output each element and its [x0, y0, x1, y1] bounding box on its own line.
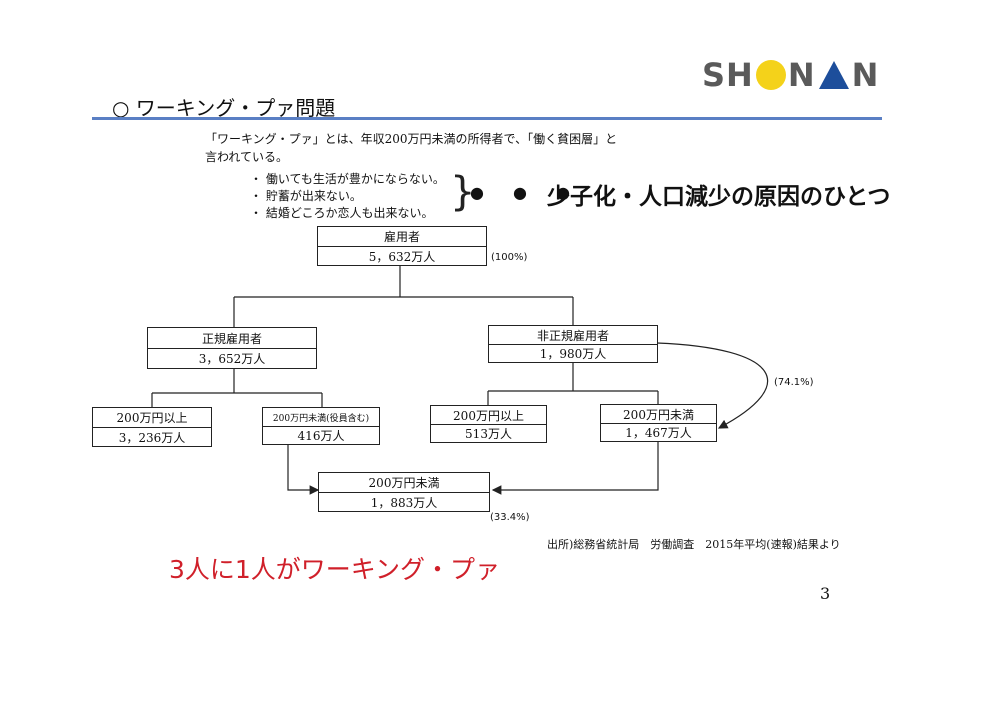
box-label: 200万円以上 — [116, 411, 188, 425]
triangle-icon — [818, 61, 849, 89]
ellipsis-dots: ● ● ● — [470, 183, 583, 202]
shonan-logo: SH N N — [702, 55, 879, 95]
box-regular-employees: 正規雇用者 3，652万人 — [147, 327, 317, 369]
box-label: 200万円未満(役員含む) — [272, 413, 370, 424]
logo-text-start: SH — [702, 56, 754, 94]
box-value: 3，652万人 — [148, 348, 316, 368]
box-label: 200万円未満 — [623, 407, 694, 422]
page-title: ○ ワーキング・プァ問題 — [112, 96, 336, 120]
logo-text-end-2: N — [851, 56, 880, 94]
box-value: 3，236万人 — [93, 427, 211, 446]
box-nonregular-under-200: 200万円未満 1，467万人 — [600, 404, 717, 442]
intro-line-2: 言われている。 — [205, 150, 289, 164]
box-label: 雇用者 — [383, 230, 420, 244]
box-label: 正規雇用者 — [201, 331, 262, 346]
box-value: 416万人 — [263, 426, 379, 444]
box-regular-under-200: 200万円未満(役員含む) 416万人 — [262, 407, 380, 445]
box-value: 1，467万人 — [601, 423, 716, 441]
box-regular-over-200: 200万円以上 3，236万人 — [92, 407, 212, 447]
intro-text: 「ワーキング・プァ」とは、年収200万円未満の所得者で、「働く貧困層」と 言われ… — [205, 130, 617, 166]
intro-line-1: 「ワーキング・プァ」とは、年収200万円未満の所得者で、「働く貧困層」と — [205, 132, 618, 146]
brace-symbol: } — [450, 169, 476, 215]
bullet-item: ・ 結婚どころか恋人も出来ない。 — [250, 206, 434, 220]
box-value: 1，883万人 — [319, 492, 489, 511]
sun-icon — [755, 60, 786, 90]
box-value: 5，632万人 — [318, 246, 486, 265]
box-employees: 雇用者 5，632万人 — [317, 226, 487, 266]
source-citation: 出所)総務省統計局 労働調査 2015年平均(速報)結果より — [547, 538, 841, 551]
percent-label: (33.4%) — [490, 512, 530, 523]
box-value: 513万人 — [431, 424, 546, 442]
box-nonregular-over-200: 200万円以上 513万人 — [430, 405, 547, 443]
box-nonregular-employees: 非正規雇用者 1，980万人 — [488, 325, 658, 363]
box-value: 1，980万人 — [489, 344, 657, 362]
percent-label: (74.1%) — [774, 377, 814, 388]
conclusion-text: 少子化・人口減少の原因のひとつ — [547, 184, 891, 210]
bullet-list: ・ 働いても生活が豊かにならない。 ・ 貯蓄が出来ない。 ・ 結婚どころか恋人も… — [250, 171, 445, 222]
box-label: 非正規雇用者 — [536, 328, 609, 343]
page-number: 3 — [820, 584, 831, 603]
box-label: 200万円未満 — [368, 476, 440, 490]
punchline-text: 3人に1人がワーキング・プァ — [169, 555, 501, 584]
box-label: 200万円以上 — [453, 408, 524, 423]
box-total-under-200: 200万円未満 1，883万人 — [318, 472, 490, 512]
title-divider — [92, 117, 882, 120]
bullet-item: ・ 働いても生活が豊かにならない。 — [250, 172, 445, 186]
bullet-item: ・ 貯蓄が出来ない。 — [250, 189, 362, 203]
logo-text-end: N — [787, 56, 816, 94]
percent-label: (100%) — [491, 252, 528, 263]
